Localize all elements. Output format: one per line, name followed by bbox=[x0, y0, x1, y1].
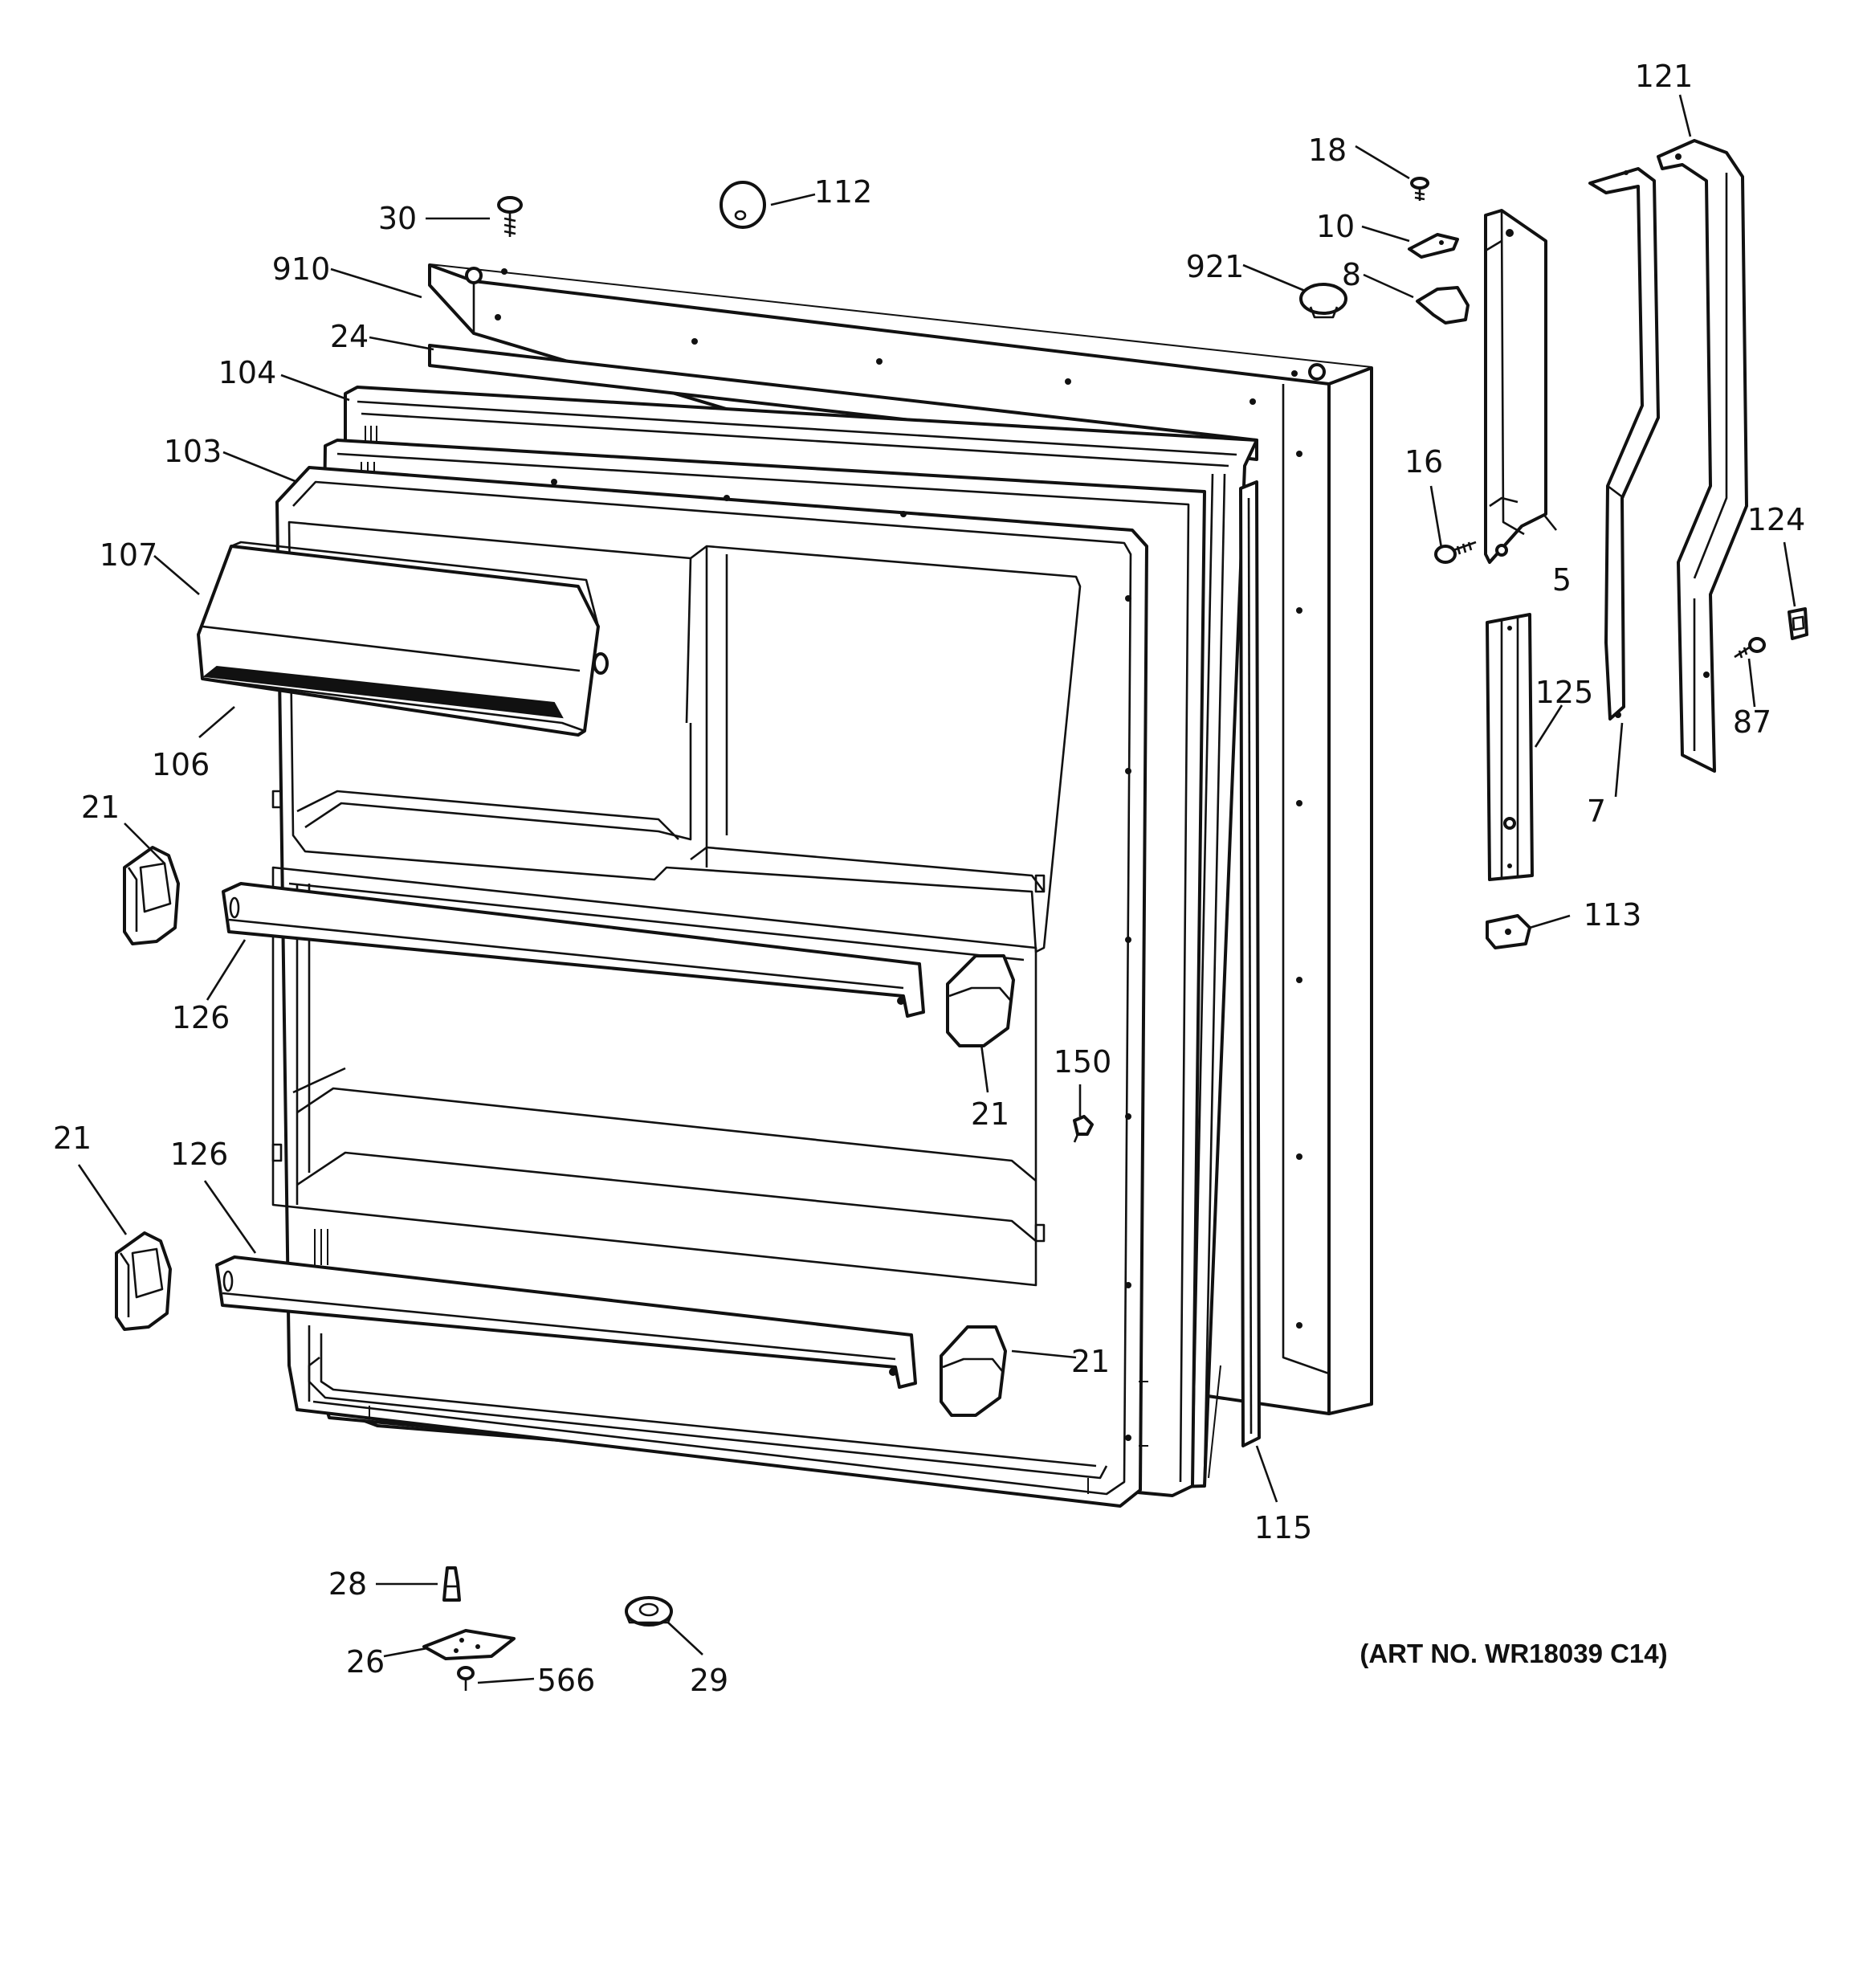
shelf-end-cap-lower-right bbox=[940, 1325, 1007, 1417]
art-number: (ART NO. WR18039 C14) bbox=[1360, 1639, 1667, 1668]
plug-921 bbox=[1299, 283, 1347, 319]
inner-door-liner bbox=[271, 466, 1148, 1508]
label-18: 18 bbox=[1308, 133, 1347, 168]
label-21-lower-right: 21 bbox=[1071, 1344, 1110, 1379]
shim-113 bbox=[1486, 914, 1531, 949]
label-115: 115 bbox=[1254, 1510, 1313, 1545]
shelf-end-cap-upper-right bbox=[946, 954, 1015, 1047]
label-121: 121 bbox=[1635, 59, 1694, 94]
label-104: 104 bbox=[218, 355, 277, 390]
leader-lines bbox=[77, 94, 1796, 1684]
label-10: 10 bbox=[1316, 209, 1355, 244]
label-8: 8 bbox=[1342, 257, 1361, 292]
stop-pin-28 bbox=[442, 1566, 461, 1602]
label-103: 103 bbox=[164, 434, 222, 469]
bushing-29 bbox=[625, 1596, 673, 1627]
label-21-upper-right: 21 bbox=[971, 1096, 1009, 1132]
label-21-lower-left: 21 bbox=[53, 1121, 92, 1156]
label-566: 566 bbox=[537, 1663, 596, 1698]
screw-30 bbox=[497, 196, 523, 237]
gasket-strip bbox=[1239, 480, 1261, 1447]
label-910: 910 bbox=[272, 251, 331, 287]
plug-button-112 bbox=[720, 181, 766, 229]
label-113: 113 bbox=[1584, 897, 1642, 933]
hinge-cover bbox=[1486, 613, 1534, 881]
label-921: 921 bbox=[1186, 249, 1245, 284]
label-29: 29 bbox=[690, 1663, 728, 1698]
hinge-pin-124 bbox=[1788, 607, 1808, 640]
label-150: 150 bbox=[1054, 1044, 1112, 1080]
screw-18 bbox=[1410, 177, 1429, 201]
hinge-bracket bbox=[1484, 209, 1547, 564]
hinge-pin-cover-8 bbox=[1416, 286, 1470, 325]
hinge-arm-7 bbox=[1588, 167, 1660, 720]
dairy-compartment-door bbox=[197, 541, 609, 737]
label-107: 107 bbox=[100, 537, 158, 573]
label-24: 24 bbox=[330, 319, 369, 354]
door-shelf-bar-lower bbox=[215, 1255, 917, 1389]
shelf-end-cap-lower-left bbox=[115, 1231, 172, 1331]
screw-16 bbox=[1434, 541, 1477, 564]
stop-plate-26 bbox=[422, 1629, 516, 1660]
label-124: 124 bbox=[1747, 502, 1806, 537]
label-7: 7 bbox=[1587, 794, 1606, 829]
label-21-upper-left: 21 bbox=[81, 790, 120, 825]
label-106: 106 bbox=[152, 747, 210, 782]
part-labels: 121 18 10 8 921 30 112 910 24 104 103 10… bbox=[53, 59, 1805, 1698]
screw-566 bbox=[457, 1666, 475, 1691]
label-87: 87 bbox=[1733, 704, 1771, 740]
label-26: 26 bbox=[346, 1644, 385, 1680]
label-30: 30 bbox=[378, 201, 417, 236]
screw-87 bbox=[1734, 637, 1766, 659]
door-shelf-bar-upper bbox=[222, 882, 925, 1018]
label-112: 112 bbox=[814, 174, 873, 210]
label-126-lower: 126 bbox=[170, 1137, 229, 1172]
label-5: 5 bbox=[1552, 562, 1572, 598]
label-125: 125 bbox=[1535, 675, 1594, 710]
hinge-arm-121 bbox=[1657, 139, 1748, 773]
label-16: 16 bbox=[1404, 444, 1443, 480]
hinge-plate-10 bbox=[1408, 233, 1459, 259]
label-126-upper: 126 bbox=[172, 1000, 230, 1035]
label-28: 28 bbox=[328, 1566, 367, 1602]
shelf-end-cap-upper-left bbox=[123, 846, 180, 945]
screw-150 bbox=[1073, 1115, 1094, 1143]
